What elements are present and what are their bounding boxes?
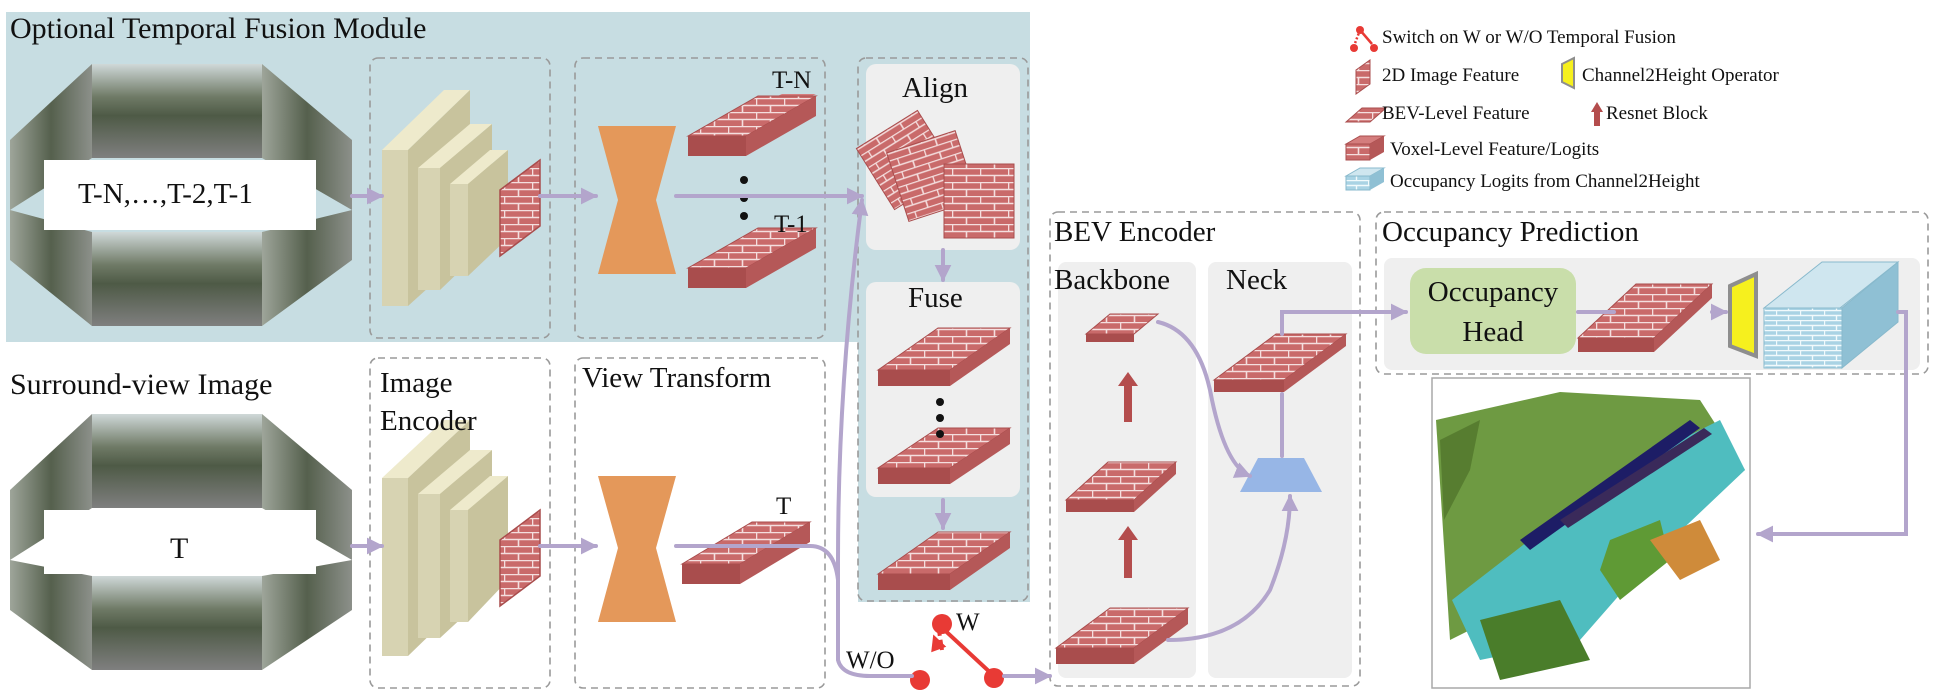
legend-voxel-feature: Voxel-Level Feature/Logits — [1390, 139, 1600, 160]
switch-icon — [1350, 26, 1378, 52]
occupancy-logits-volume — [1762, 260, 1900, 370]
align-label: Align — [902, 72, 969, 104]
bev-features — [680, 94, 818, 584]
bev-encoder-box — [1049, 211, 1361, 687]
bev-label-t-n: T-N — [772, 67, 812, 94]
bev-feature-icon — [1344, 107, 1388, 123]
view-transform-current — [598, 476, 676, 622]
bev-label-t: T — [776, 493, 792, 520]
switch-w-label: W — [956, 609, 980, 636]
switch-wo-label: W/O — [846, 647, 895, 674]
fuse-label: Fuse — [908, 282, 963, 314]
image-feature-temporal — [499, 158, 541, 258]
image-encoder-temporal — [382, 90, 508, 306]
neck-label: Neck — [1226, 264, 1288, 296]
backbone-tiles — [1054, 313, 1190, 664]
current-camera-ring — [10, 414, 352, 670]
temporal-switch — [910, 614, 1004, 690]
neck-tile — [1212, 333, 1348, 392]
current-frame-label: T — [170, 532, 189, 565]
occupancy-prediction-label: Occupancy Prediction — [1382, 216, 1639, 248]
image-feature-icon — [1355, 59, 1371, 95]
image-encoder-current — [382, 420, 508, 656]
occ-prediction-box — [1375, 211, 1929, 375]
legend-bev-feature: BEV-Level Feature — [1382, 103, 1530, 124]
surround-view-title: Surround-view Image — [10, 368, 273, 401]
resnet-block-icon — [1591, 102, 1603, 126]
legend-channel2height: Channel2Height Operator — [1582, 65, 1779, 86]
ellipsis-dots-fuse — [936, 398, 944, 438]
resnet-block-arrows — [1118, 372, 1138, 578]
occupancy-head-box — [1410, 268, 1576, 354]
align-tiles — [855, 109, 1015, 239]
bev-feature-t-n — [686, 94, 818, 156]
bev-encoder-label: BEV Encoder — [1054, 216, 1216, 248]
image-feature-current — [499, 508, 541, 608]
align-fuse-box — [857, 57, 1029, 602]
channel2height-operator — [1728, 270, 1758, 359]
occupancy-head-label-1: Occupancy — [1427, 276, 1559, 308]
fuse-tiles — [876, 327, 1012, 590]
legend-icons — [1344, 26, 1603, 191]
bev-label-t-1: T-1 — [774, 211, 808, 238]
temporal-module-title: Optional Temporal Fusion Module — [10, 12, 427, 45]
neck-fusion-trapezoid — [1240, 458, 1322, 492]
channel2height-icon — [1561, 56, 1575, 90]
temporal-camera-ring — [10, 64, 352, 326]
view-transform-box — [574, 357, 826, 689]
legend-image-feature: 2D Image Feature — [1382, 65, 1520, 86]
temporal-frames-label: T-N,…,T-2,T-1 — [78, 178, 253, 210]
flow-arrows — [350, 187, 1908, 685]
image-encoder-label: Image Encoder — [380, 367, 477, 437]
occupancy-logits-icon — [1344, 167, 1386, 191]
legend-switch: Switch on W or W/O Temporal Fusion — [1382, 27, 1676, 48]
bev-feature-t — [680, 521, 812, 584]
view-transform-temporal — [598, 126, 676, 274]
backbone-label: Backbone — [1054, 264, 1170, 296]
legend-occupancy-logits: Occupancy Logits from Channel2Height — [1390, 171, 1700, 192]
voxel-feature-icon — [1344, 135, 1386, 161]
bev-feature-t-1 — [686, 227, 818, 288]
occ-bev-feature — [1576, 283, 1714, 352]
view-transform-label: View Transform — [582, 362, 772, 394]
occupancy-head-label-2: Head — [1462, 316, 1524, 348]
legend-resnet-block: Resnet Block — [1606, 103, 1708, 124]
occupancy-result-image — [1431, 377, 1751, 689]
